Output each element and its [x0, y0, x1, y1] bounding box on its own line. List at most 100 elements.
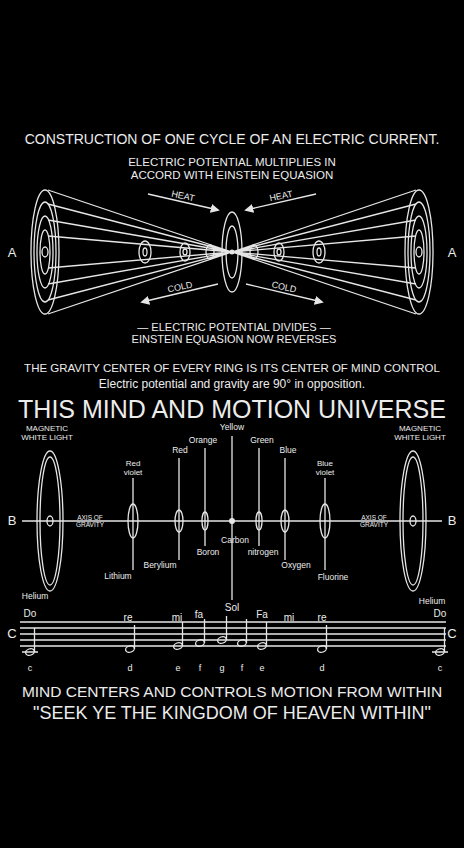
small-ring [206, 245, 214, 259]
small-ring [313, 241, 325, 263]
label-text: re [307, 612, 337, 623]
octave-ring [320, 504, 330, 538]
label-text: Red [160, 446, 200, 456]
label-text: Do [15, 608, 45, 619]
label-text: Lithium [93, 572, 143, 582]
label-text: C [442, 627, 462, 642]
label-text: THE GRAVITY CENTER OF EVERY RING IS ITS … [2, 362, 462, 375]
half-note [317, 644, 328, 653]
small-ring [277, 249, 281, 255]
octave-ring [256, 512, 262, 530]
label-text: — ELECTRIC POTENTIAL DIVIDES — EINSTEIN … [127, 321, 342, 346]
white-light-ring [403, 457, 423, 585]
octave-ring [281, 510, 289, 532]
end-core [416, 247, 422, 257]
small-ring [143, 248, 147, 256]
label-text: Helium [407, 597, 457, 607]
small-ring [183, 249, 187, 255]
end-ring [40, 230, 50, 274]
end-ring [405, 190, 433, 314]
small-ring [317, 248, 321, 256]
note-stems [35, 616, 445, 652]
white-light-ring [400, 451, 426, 591]
half-note [237, 638, 248, 647]
gravity-axis-figure [22, 436, 442, 600]
ring-core [410, 516, 416, 526]
label-text: Boron [183, 548, 233, 558]
end-ring [411, 216, 427, 288]
label-text: Helium [10, 592, 60, 602]
half-note [25, 647, 36, 656]
white-light-ring [40, 457, 60, 585]
label-text: d [120, 663, 140, 673]
current-cycle [31, 190, 433, 314]
title-text: CONSTRUCTION OF ONE CYCLE OF AN ELECTRIC… [2, 132, 462, 148]
label-text: B [442, 514, 462, 529]
label-text: MAGNETIC WHITE LIGHT [17, 425, 77, 443]
label-text: MIND CENTERS AND CONTROLS MOTION FROM WI… [2, 683, 462, 700]
label-text: Blue [268, 446, 308, 456]
half-note [435, 647, 446, 656]
label-text: Sol [217, 602, 247, 613]
staff-lines [20, 622, 446, 646]
label-text: Fluorine [308, 573, 358, 583]
label-text: re [113, 612, 143, 623]
label-text: Berylium [130, 561, 190, 571]
label-text: Green [237, 436, 287, 446]
converging-lines [48, 190, 416, 314]
label-text: e [168, 663, 188, 673]
end-ring [37, 216, 53, 288]
label-text: mi [274, 612, 304, 623]
end-ring [31, 190, 59, 314]
label-text: Carbon [210, 536, 260, 546]
label-text: HEAT [251, 185, 312, 207]
ledger-lines [22, 651, 448, 652]
label-text: Fa [247, 609, 277, 620]
color-lines [133, 436, 325, 600]
label-text: f [232, 663, 252, 673]
small-ring [139, 241, 151, 263]
half-note [257, 641, 268, 650]
center-point [230, 250, 235, 255]
half-note [217, 635, 228, 644]
center-ring [226, 226, 238, 278]
small-ring [180, 243, 190, 261]
label-text: HEAT [153, 185, 214, 207]
label-text: COLD [150, 276, 211, 298]
label-text: Oxygen [271, 561, 321, 571]
octave-ring [128, 504, 138, 538]
label-text: fa [184, 609, 214, 620]
label-text: A [2, 246, 22, 261]
center-point [229, 518, 235, 524]
small-ring [250, 245, 258, 259]
label-text: d [312, 663, 332, 673]
label-text: A [442, 246, 462, 261]
octave-ring [175, 510, 183, 532]
label-text: THIS MIND AND MOTION UNIVERSE [2, 395, 462, 423]
label-text: c [20, 663, 40, 673]
half-note [195, 638, 206, 647]
label-text: g [212, 663, 232, 673]
label-text: COLD [254, 276, 315, 298]
label-text: Orange [178, 436, 228, 446]
white-light-ring [37, 451, 63, 591]
octave-ring [202, 512, 208, 530]
label-text: c [430, 663, 450, 673]
label-text: "SEEK YE THE KINGDOM OF HEAVEN WITHIN" [2, 703, 462, 723]
label-text: Blue violet [312, 460, 338, 478]
label-text: f [190, 663, 210, 673]
label-text: Do [425, 608, 455, 619]
label-text: Electric potential and gravity are 90° i… [12, 378, 452, 391]
small-ring [274, 243, 284, 261]
ring-core [47, 516, 53, 526]
label-text: C [2, 627, 22, 642]
end-ring [34, 202, 56, 302]
label-text: Yellow [202, 423, 262, 433]
label-text: mi [162, 612, 192, 623]
end-ring [408, 202, 430, 302]
label-text: MAGNETIC WHITE LIGHT [390, 425, 450, 443]
label-text: e [252, 663, 272, 673]
end-core [42, 247, 48, 257]
label-text: Red violet [120, 460, 146, 478]
